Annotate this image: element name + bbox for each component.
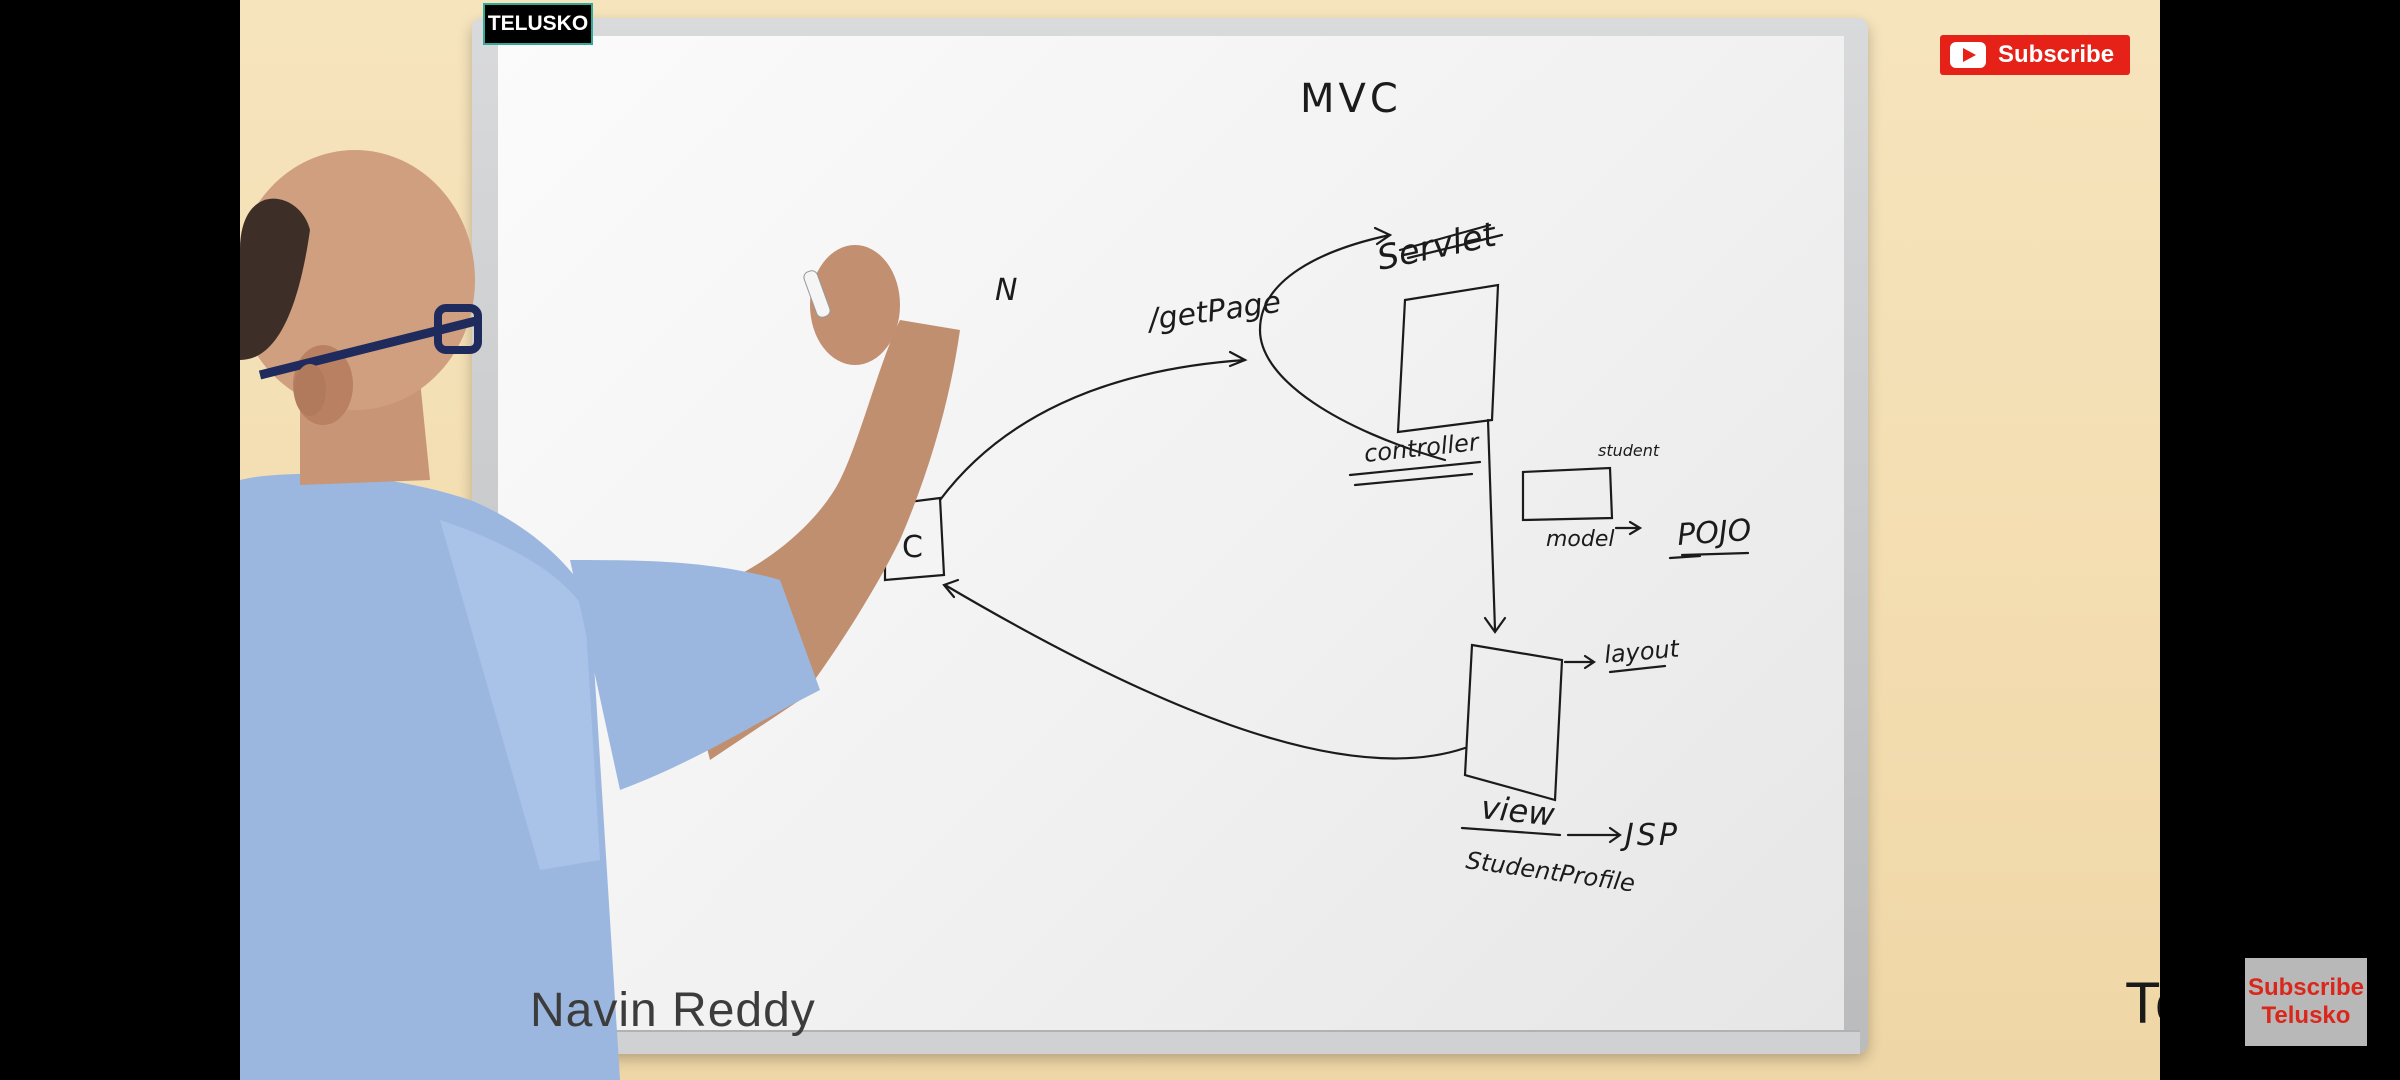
channel-badge: TELUSKO xyxy=(483,3,593,45)
view-box xyxy=(1463,643,1564,802)
youtube-play-icon xyxy=(1950,42,1986,68)
pojo-label: POJO xyxy=(1676,513,1752,553)
marker-icon xyxy=(803,270,831,318)
view-label: view xyxy=(1479,788,1557,834)
subscribe-card-line1: Subscribe xyxy=(2247,974,2365,1002)
request-arrow xyxy=(938,358,1247,502)
controller-view-arrow xyxy=(1486,418,1497,632)
subscribe-button[interactable]: Subscribe xyxy=(1940,35,2130,75)
presenter xyxy=(240,150,960,1080)
jsp-label: JSP xyxy=(1620,818,1680,853)
presenter-name: Navin Reddy xyxy=(530,984,816,1037)
presenter-hand xyxy=(810,245,900,365)
whiteboard xyxy=(498,36,1844,1036)
subscribe-card-line2: Telusko xyxy=(2261,1002,2351,1029)
brand-logo: Telusk xyxy=(2125,970,2160,1037)
video-frame[interactable]: MVC C /getPage Servlet controller studen… xyxy=(240,0,2160,1080)
model-label: model xyxy=(1546,527,1615,552)
mvc-diagram: MVC C /getPage Servlet controller studen… xyxy=(883,76,1753,898)
model-box xyxy=(1521,466,1614,522)
layout-label: layout xyxy=(1603,634,1682,669)
servlet-box xyxy=(1396,283,1500,434)
whiteboard-tray xyxy=(490,1030,1860,1054)
client-label: C xyxy=(902,530,923,565)
subscribe-button-label: Subscribe xyxy=(1998,41,2115,68)
model-note: student xyxy=(1598,441,1660,460)
subscribe-card[interactable]: Subscribe Telusko xyxy=(2245,958,2367,1046)
board-title: MVC xyxy=(1300,76,1402,122)
partial-text: N xyxy=(995,273,1017,308)
response-arrow xyxy=(943,583,1467,760)
brand-logo-text: Telusk xyxy=(2125,971,2160,1036)
